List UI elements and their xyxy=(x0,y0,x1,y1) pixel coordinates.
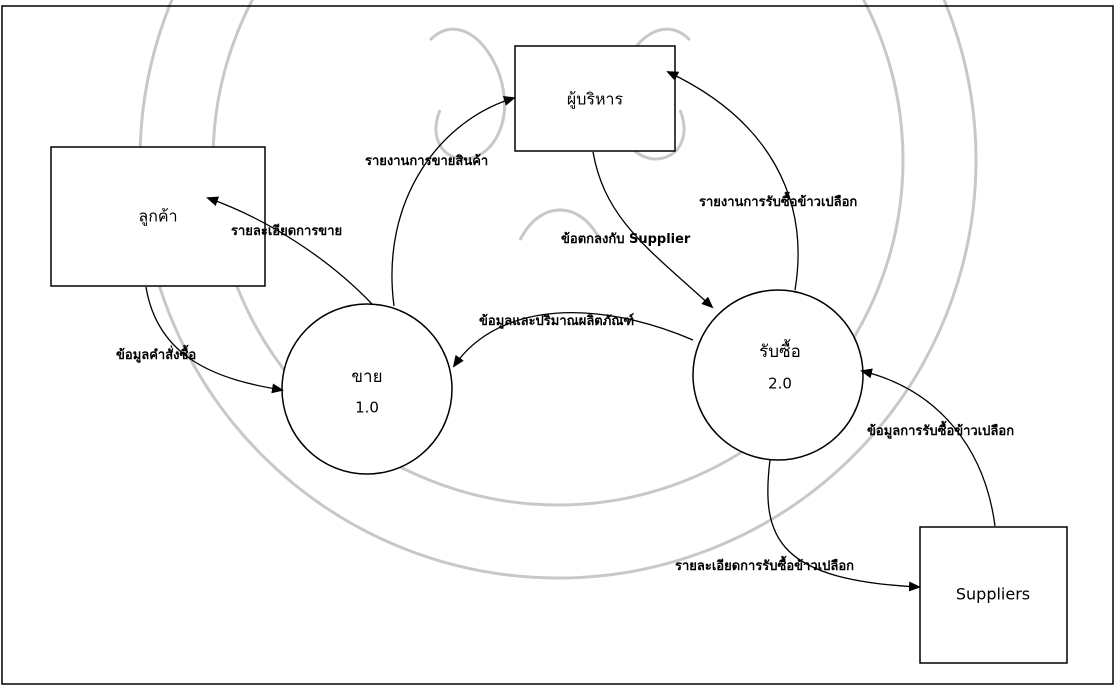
process-sell-name: ขาย xyxy=(351,367,382,387)
flow-paddy-purchase-detail-arrow xyxy=(767,459,921,592)
entity-customer-label: ลูกค้า xyxy=(138,207,177,227)
process-sell: ขาย 1.0 xyxy=(281,303,453,475)
entity-executive-label: ผู้บริหาร xyxy=(567,90,624,110)
flow-paddy-purchase-detail-label: รายละเอียดการรับซื้อข้าวเปลือก xyxy=(675,555,854,574)
flow-purchase-report-label: รายงานการรับซื้อข้าวเปลือก xyxy=(699,191,857,210)
flow-sales-report-label: รายงานการขายสินค้า xyxy=(365,153,488,169)
flow-order-data-label: ข้อมูลคำสั่งซื้อ xyxy=(116,344,196,363)
entity-suppliers-box xyxy=(919,526,1068,664)
diagram-frame xyxy=(1,5,1114,685)
process-purchase-number: 2.0 xyxy=(768,375,792,393)
flow-sales-report-arrow xyxy=(391,96,516,307)
entity-suppliers: Suppliers xyxy=(919,526,1068,664)
process-purchase-name: รับซื้อ xyxy=(759,339,801,362)
flow-sales-detail-label: รายละเอียดการขาย xyxy=(231,223,342,239)
flow-supplier-agreement-label: ข้อตกลงกับ Supplier xyxy=(561,231,691,247)
process-sell-number: 1.0 xyxy=(355,399,379,417)
process-sell-circle xyxy=(281,303,453,475)
process-purchase: รับซื้อ 2.0 xyxy=(692,289,864,461)
flow-order-data-arrow xyxy=(145,286,284,394)
flow-paddy-purchase-data-label: ข้อมูลการรับซื้อข้าวเปลือก xyxy=(867,420,1014,439)
flow-product-data-label: ข้อมูลและปริมาณผลิตภัณฑ์ xyxy=(479,313,634,329)
flow-supplier-agreement-arrow xyxy=(592,151,714,309)
entity-executive: ผู้บริหาร xyxy=(514,45,676,152)
flow-product-data-arrow xyxy=(452,312,694,368)
flow-purchase-report-arrow xyxy=(666,71,799,291)
entity-customer: ลูกค้า xyxy=(50,146,266,287)
flow-paddy-purchase-data-arrow xyxy=(860,368,996,527)
entity-suppliers-label: Suppliers xyxy=(956,585,1030,604)
flow-sales-detail-arrow xyxy=(206,196,373,305)
entity-customer-box xyxy=(50,146,266,287)
